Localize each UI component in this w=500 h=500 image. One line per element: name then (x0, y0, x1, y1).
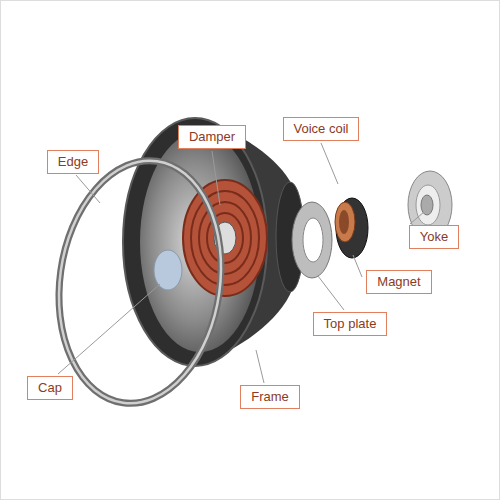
label-text: Voice coil (294, 121, 349, 137)
label-text: Damper (189, 129, 235, 145)
frame-rim (123, 118, 267, 366)
damper-ring (191, 191, 259, 285)
label-text: Magnet (377, 274, 420, 290)
voice-coil (335, 202, 355, 242)
leader-line (256, 350, 264, 383)
dust-cap (154, 250, 182, 290)
yoke-ring (416, 185, 440, 225)
part-label: Edge (47, 150, 99, 174)
part-label: Damper (178, 125, 246, 149)
edge-ring (44, 150, 236, 414)
label-text: Top plate (324, 316, 377, 332)
label-text: Yoke (420, 229, 448, 245)
part-label: Voice coil (283, 117, 360, 141)
voice-coil-core (339, 210, 349, 234)
leader-line (318, 276, 344, 310)
leader-line (353, 255, 362, 277)
label-text: Edge (58, 154, 88, 170)
leader-line (321, 143, 338, 184)
top-plate (292, 202, 332, 278)
leader-line (410, 212, 424, 224)
label-text: Frame (251, 389, 289, 405)
leader-line (212, 151, 220, 205)
part-label: Cap (27, 376, 73, 400)
part-label: Frame (240, 385, 300, 409)
damper (183, 180, 267, 296)
edge-ring-highlight (44, 150, 236, 414)
part-label: Yoke (409, 225, 459, 249)
magnet (336, 198, 368, 258)
damper-ring (199, 202, 251, 274)
top-plate-hole (303, 218, 323, 262)
yoke-pole (421, 195, 433, 215)
leader-line (76, 175, 100, 203)
part-label: Top plate (313, 312, 388, 336)
leader-line (58, 284, 160, 374)
label-text: Cap (38, 380, 62, 396)
part-label: Magnet (366, 270, 431, 294)
cone (140, 132, 260, 352)
